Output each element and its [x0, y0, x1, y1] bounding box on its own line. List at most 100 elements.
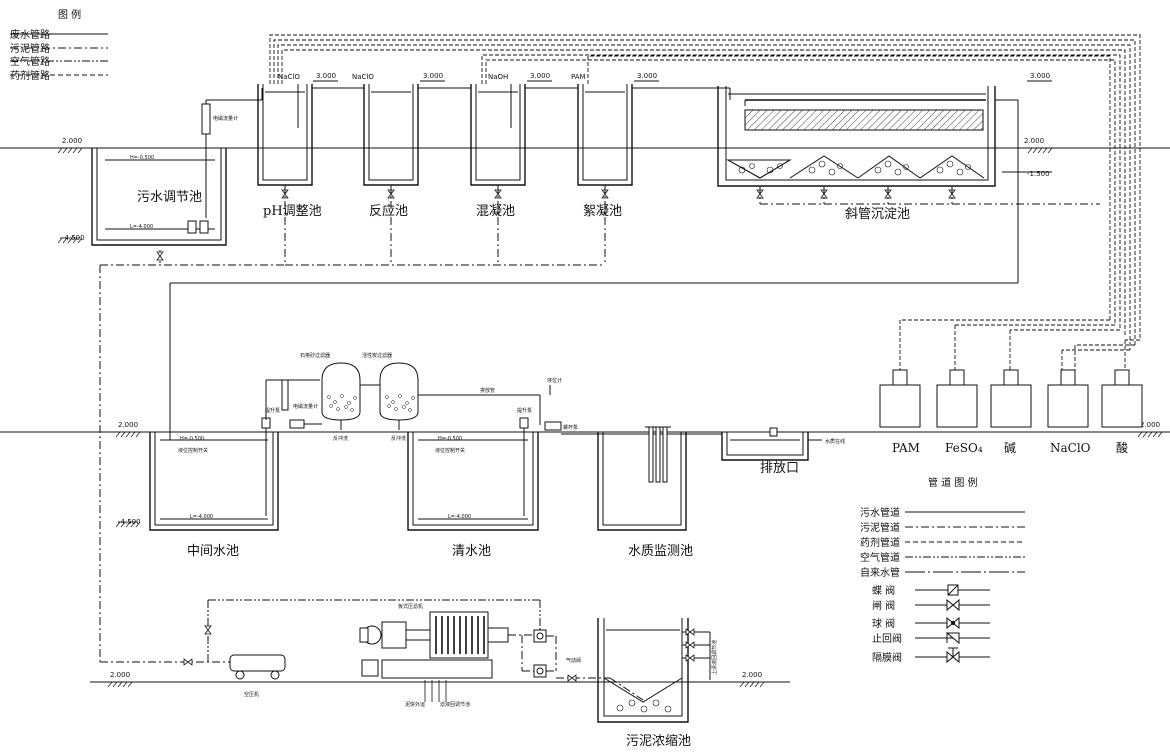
floc-tank: PAM 絮凝池: [571, 73, 633, 265]
air-compressor: [229, 654, 286, 672]
pipe-legend-title: 管 道 图 例: [928, 476, 978, 489]
elev-settler-bottom: -1.500: [1027, 170, 1050, 178]
pipe-legend-chem: 药剂管道: [860, 536, 900, 549]
valve-legend-butterfly: 蝶 阀: [872, 584, 895, 597]
chem-tank-acid: 酸: [1101, 369, 1143, 455]
settler-tube-pack: [744, 109, 984, 131]
sludge-treatment: 空压机 板式压滤机 泥饼外运 滤液回调节池: [183, 599, 610, 708]
adjust-h-level: H=-0.500: [130, 155, 154, 161]
middle-tank: H=-0.500 液位控制开关 L=-4.000 中间水池 -4.500 提升泵: [115, 407, 280, 559]
valve-legend-check: 止回阀: [872, 632, 902, 645]
label-carbon-filter: 活性炭过滤器: [362, 352, 392, 359]
top-transfer-pipes: [312, 87, 731, 100]
elev-ground-bottom-right: 2.000: [742, 671, 762, 679]
elev-3000-b: 3.000: [423, 72, 443, 80]
pipe-legend-tap: 自来水管: [860, 566, 900, 579]
settler-tank: 斜管沉淀池 -1.500: [717, 86, 1100, 283]
chem-label-naclo: NaClO: [1050, 441, 1091, 455]
valve-legend-ball: 球 阀: [872, 617, 895, 630]
label-middle-tank: 中间水池: [187, 544, 239, 559]
chem-label-pam: PAM: [892, 441, 920, 455]
check-valve-icon: [945, 632, 960, 645]
label-flowmeter: 电磁流量计: [213, 115, 238, 122]
tag-reaction-dosing: NaClO: [352, 73, 374, 81]
label-level-gauge: 液位计: [547, 377, 562, 384]
adjust-tank: H=-0.500 L=-4.000 污水调节池 -4.500 电磁流量计: [57, 88, 263, 246]
pipe-legend-sludge: 污泥管道: [860, 521, 900, 534]
gate-valve-icon: [946, 598, 960, 612]
chem-tank-feso4: FeSO₄: [936, 369, 983, 455]
label-lift-pump-b: 提升泵: [517, 407, 532, 414]
pipe-legend-sewage: 污水管道: [860, 506, 900, 519]
flowmeter-icon: [201, 103, 211, 135]
middle-gauge-label: 液位控制开关: [178, 447, 208, 454]
pipe-legend-air: 空气管道: [860, 551, 900, 564]
label-monitor-tank: 水质监测池: [628, 544, 693, 559]
label-screw-pump: 螺杆泵: [563, 424, 578, 431]
clear-l-level: L=-4.000: [448, 514, 471, 520]
label-sludge-thickener: 污泥浓缩池: [626, 733, 691, 749]
elev-3000-markers: 3.000 3.000 3.000 3.000 3.000: [313, 72, 1052, 82]
label-filter-cake: 泥饼外运: [405, 701, 425, 708]
label-lift-pump-a: 提升泵: [265, 407, 280, 414]
label-water-sample: 水质在线: [825, 438, 845, 445]
legend-top: 图 例 废水管路 污泥管路 空气管路 药剂管路: [10, 8, 108, 82]
chem-label-feso4: FeSO₄: [945, 441, 983, 455]
pump-b: [533, 664, 547, 678]
clear-h-level: H=-0.500: [438, 436, 462, 442]
chem-label-acid: 酸: [1116, 440, 1128, 455]
coag-tank: NaOH 混凝池: [470, 73, 526, 265]
carbon-filter-vessel: [379, 362, 419, 421]
tag-floc-dosing: PAM: [571, 73, 586, 81]
monitor-tank: 水质监测池: [597, 426, 693, 559]
chemical-tanks: PAM FeSO₄ 碱 NaClO 酸: [879, 369, 1143, 455]
label-adjust-tank: 污水调节池: [137, 190, 202, 205]
middle-l-level: L=-4.000: [190, 514, 213, 520]
clear-tank: H=-0.500 液位控制开关 L=-4.000 清水池 提升泵 螺杆泵: [407, 407, 722, 559]
pipe-legend: 管 道 图 例 污水管道 污泥管道 药剂管道 空气管道 自来水管 蝶 阀 闸 阀…: [860, 476, 1025, 664]
tag-coag-dosing: NaOH: [488, 73, 508, 81]
sludge-thickener: 污泥浓缩池 上清液回调节池: [597, 618, 718, 749]
label-backwash-b: 反冲洗: [391, 435, 406, 442]
reaction-tank: NaClO 反应池: [352, 73, 419, 265]
chem-tank-naclo: NaClO: [1047, 369, 1091, 455]
legend-top-title: 图 例: [58, 8, 81, 21]
label-drain-back: 滤液回调节池: [440, 701, 470, 708]
filter-area: 电磁流量计 石英砂过滤器 反冲洗 活性炭过滤器 反冲洗 排放管 液位计: [265, 352, 562, 442]
ph-tank: NaClO pH调整池: [257, 73, 322, 265]
label-clear-tank: 清水池: [452, 544, 491, 559]
outlet: 水质在线 排放口: [721, 427, 845, 476]
sand-filter-vessel: [321, 362, 361, 421]
elev-3000-a: 3.000: [316, 72, 336, 80]
chem-label-alkali: 碱: [1004, 441, 1016, 455]
label-settler-tank: 斜管沉淀池: [845, 207, 910, 222]
elev-bottom-top: -4.500: [62, 234, 85, 242]
adjust-l-level: L=-4.000: [130, 224, 153, 230]
label-ph-tank: pH调整池: [263, 204, 322, 219]
clear-gauge-label: 液位控制开关: [435, 447, 465, 454]
elev-ground-mid-right: 2.000: [1140, 421, 1160, 429]
label-backwash-a: 反冲洗: [333, 435, 348, 442]
screw-pump-icon: [544, 421, 562, 431]
pump-a: [533, 629, 547, 643]
elev-ground-top-left: 2.000: [62, 137, 82, 145]
label-coag-tank: 混凝池: [476, 203, 515, 219]
elev-3000-d: 3.000: [637, 72, 657, 80]
ground-lines: 2.000 2.000 2.000 2.000 2.000 2.000: [0, 137, 1170, 688]
tag-ph-dosing: NaClO: [278, 73, 300, 81]
chemical-bundle: [269, 34, 1141, 370]
pump-icon: [289, 419, 305, 429]
valve-legend-diaphragm: 隔膜阀: [872, 651, 902, 664]
valve-legend-gate: 闸 阀: [872, 599, 895, 612]
label-reaction-tank: 反应池: [369, 203, 408, 219]
label-gas-line: 气动阀: [566, 657, 581, 664]
elev-ground-top-right: 2.000: [1024, 137, 1044, 145]
label-flowmeter-b: 电磁流量计: [293, 403, 318, 410]
elev-bottom-mid: -4.500: [118, 518, 141, 526]
label-air-compressor: 空压机: [244, 691, 259, 698]
label-sand-filter: 石英砂过滤器: [300, 352, 330, 359]
middle-h-level: H=-0.500: [180, 436, 204, 442]
chem-tank-pam: PAM: [879, 369, 921, 455]
elev-ground-bottom-left: 2.000: [110, 671, 130, 679]
